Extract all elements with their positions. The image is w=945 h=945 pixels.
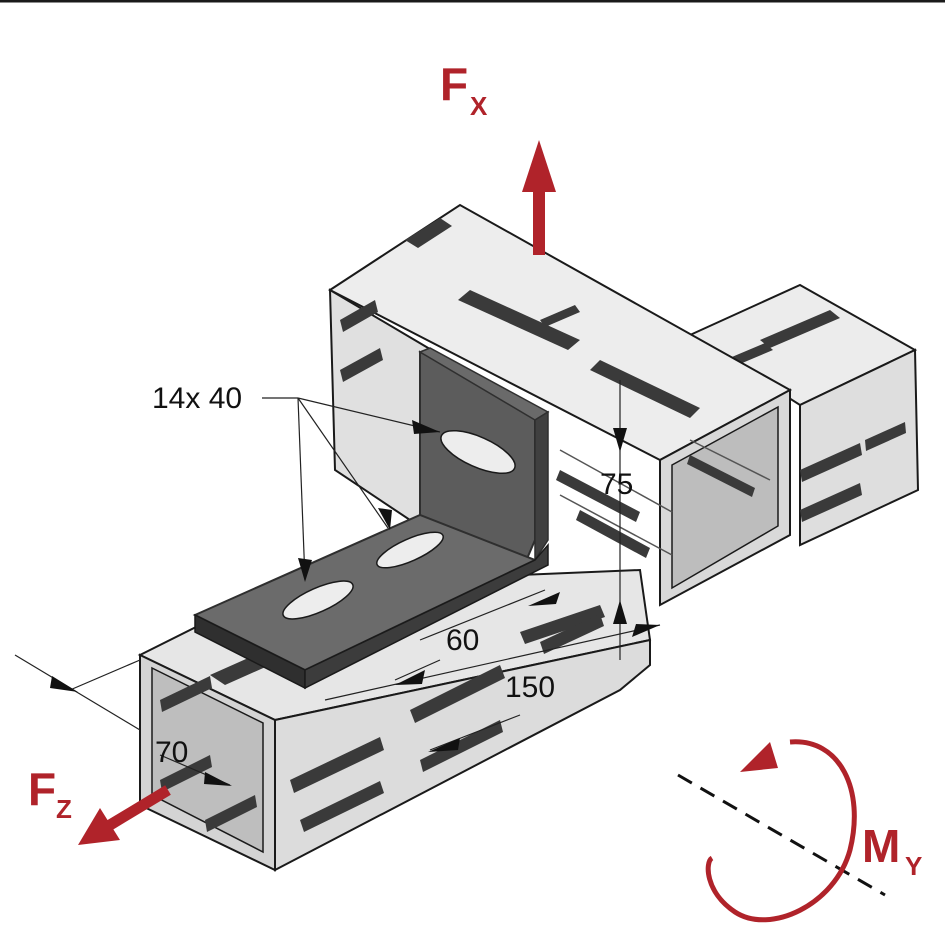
- bracket-slot-lower: [282, 580, 354, 620]
- force-fx: F X: [440, 58, 556, 255]
- rear-channel: [328, 203, 920, 607]
- moment-my-label: M: [862, 820, 900, 872]
- moment-my-arrow-head: [740, 742, 778, 772]
- arrowhead-150-right: [428, 738, 460, 752]
- force-fz: F Z: [28, 763, 171, 845]
- rear-channel-end-opening: [671, 405, 779, 590]
- dimension-150-label: 150: [505, 671, 555, 704]
- arrowhead-60-right: [632, 624, 660, 637]
- force-fz-label: F: [28, 763, 56, 815]
- force-fx-subscript: X: [470, 91, 488, 121]
- arrowhead-70-bottom: [204, 772, 232, 786]
- moment-my-arc: [705, 739, 857, 923]
- force-fx-arrow-head: [522, 140, 556, 192]
- force-fz-arrow-shaft: [107, 785, 171, 830]
- arrowhead-75-bottom: [613, 600, 627, 624]
- force-fx-arrow-shaft: [533, 185, 545, 255]
- arrowhead-75-top: [613, 428, 627, 452]
- front-channel-side-slots: [290, 614, 604, 832]
- arrowhead-slot-middle: [378, 508, 392, 530]
- bracket-slot-upper: [440, 429, 516, 475]
- rear-channel-top-slots: [340, 218, 700, 418]
- moment-my-axis: [677, 773, 886, 897]
- rear-channel-interior: [559, 439, 771, 556]
- moment-my-subscript: Y: [905, 851, 922, 881]
- rear-channel-right-slots: [720, 310, 906, 522]
- rear-channel-lower-slots: [556, 455, 755, 558]
- force-fx-label: F: [440, 58, 468, 110]
- angle-bracket: [192, 347, 550, 690]
- bracket-horizontal-leg-front: [304, 542, 549, 690]
- force-fz-subscript: Z: [56, 794, 72, 824]
- arrowhead-slot-lower: [298, 558, 312, 582]
- arrowhead-150-left: [395, 670, 425, 685]
- dimension-arrowheads: [50, 420, 660, 786]
- moment-my: M Y: [677, 739, 922, 923]
- arrowhead-slot-upper: [412, 420, 440, 434]
- bracket-vertical-leg-side: [534, 410, 549, 563]
- arrowhead-70-top: [50, 676, 78, 692]
- force-fz-arrow-head: [78, 808, 120, 845]
- dimension-75-label: 75: [600, 468, 633, 501]
- slot-dimension-label: 14x 40: [152, 382, 242, 415]
- dimension-70-label: 70: [155, 736, 188, 769]
- arrowhead-60-left: [528, 592, 560, 606]
- bracket-slots: [282, 429, 516, 620]
- front-channel-interior-slots: [160, 676, 257, 832]
- dimension-60-label: 60: [446, 624, 479, 657]
- bracket-slot-middle: [376, 531, 444, 569]
